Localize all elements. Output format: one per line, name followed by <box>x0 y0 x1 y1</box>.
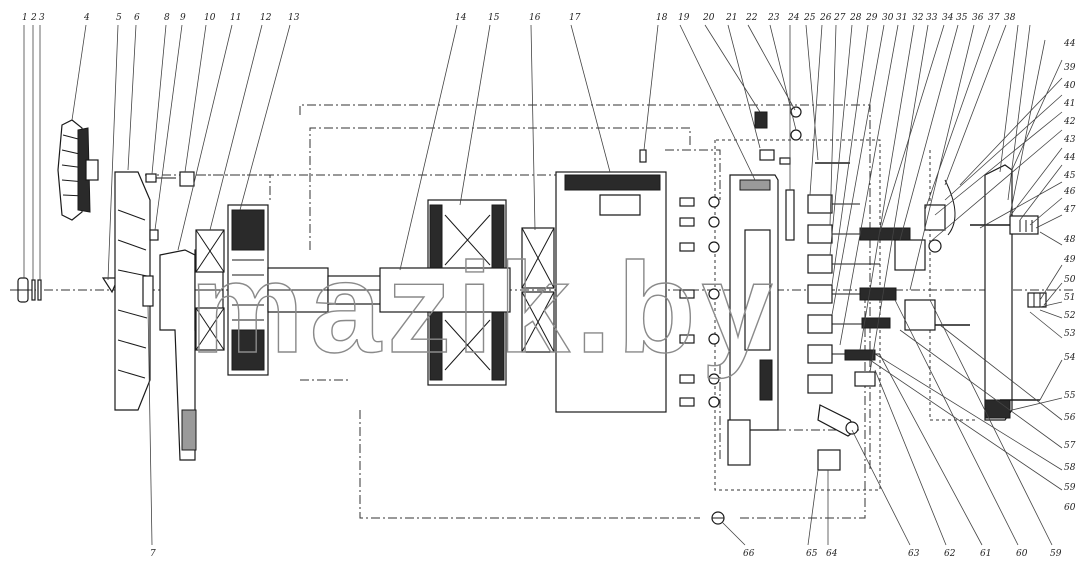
callout-number: 48 <box>1063 235 1076 245</box>
part-housing-17 <box>555 149 667 413</box>
callout-number: 15 <box>488 13 500 23</box>
callout-number: 18 <box>656 13 668 23</box>
callout-number: 53 <box>1064 329 1076 339</box>
callout-number: 54 <box>1064 353 1076 363</box>
callout-number: 33 <box>926 13 938 23</box>
callout-number: 59 <box>1064 483 1076 493</box>
callout-number: 34 <box>942 13 954 23</box>
callout-number: 65 <box>806 549 818 559</box>
callout-number: 26 <box>819 13 832 23</box>
callout-number: 59 <box>1050 549 1062 559</box>
callout-number: 27 <box>833 13 846 23</box>
part-pulley-4 <box>57 119 99 221</box>
callout-number: 42 <box>1063 117 1076 127</box>
callout-number: 16 <box>529 13 541 23</box>
callout-leaders-right <box>869 59 1063 491</box>
callout-number: 20 <box>702 13 715 23</box>
part-brush-holder-64 <box>817 449 841 471</box>
callout-numbers-right: 44 39 40 41 42 43 44 45 46 47 48 49 50 51 52 53 54 55 56 57… <box>1063 39 1076 513</box>
part-clamp-10 <box>179 171 195 187</box>
callout-number: 35 <box>956 13 968 23</box>
callout-number: 60 <box>1064 503 1076 513</box>
callout-number: 43 <box>1063 135 1076 145</box>
callout-number: 1 <box>22 13 28 23</box>
callout-number: 5 <box>116 13 122 23</box>
callout-number: 13 <box>288 13 300 23</box>
callout-number: 57 <box>1064 441 1076 451</box>
callout-number: 23 <box>767 13 780 23</box>
part-bolts-row <box>679 196 720 408</box>
callout-number: 6 <box>134 13 140 23</box>
callout-number: 56 <box>1064 413 1076 423</box>
callout-number: 31 <box>896 13 907 23</box>
callout-number: 30 <box>882 13 894 23</box>
part-sleeve-7 <box>142 275 154 307</box>
callout-number: 45 <box>1063 171 1076 181</box>
part-terminals-20 <box>754 106 802 165</box>
callout-number: 60 <box>1016 549 1028 559</box>
callout-number: 12 <box>260 13 272 23</box>
callout-number: 44 <box>1063 153 1076 163</box>
callout-number: 2 <box>30 13 37 23</box>
part-terminal-51 <box>1027 292 1047 308</box>
part-bearing-12 <box>195 229 225 351</box>
callout-number: 19 <box>678 13 690 23</box>
part-end-cap-36 <box>970 164 1040 421</box>
callout-number: 24 <box>787 13 800 23</box>
callout-number: 9 <box>180 13 186 23</box>
part-rectifier-block <box>807 179 970 437</box>
callout-number: 47 <box>1063 205 1076 215</box>
callout-number: 52 <box>1064 311 1076 321</box>
part-rear-cover-18 <box>727 174 779 466</box>
callout-number: 55 <box>1064 391 1076 401</box>
callout-number: 49 <box>1063 255 1076 265</box>
callout-number: 44 <box>1063 39 1076 49</box>
callout-number: 29 <box>865 13 878 23</box>
callout-number: 61 <box>980 549 991 559</box>
callout-number: 36 <box>972 13 984 23</box>
callout-number: 66 <box>743 549 755 559</box>
callout-number: 40 <box>1063 81 1076 91</box>
part-fan-6 <box>114 171 151 411</box>
callout-number: 21 <box>725 13 737 23</box>
callout-number: 51 <box>1064 293 1075 303</box>
part-screw-9 <box>149 229 159 241</box>
callout-number: 37 <box>988 13 1000 23</box>
callout-number: 8 <box>164 13 170 23</box>
callout-number: 14 <box>455 13 467 23</box>
callout-number: 50 <box>1064 275 1076 285</box>
part-rotor-13 <box>227 204 409 376</box>
callout-number: 46 <box>1063 187 1076 197</box>
callout-numbers-bottom: 7 66 65 64 63 62 61 60 59 <box>150 549 1062 559</box>
callout-number: 25 <box>803 13 816 23</box>
callout-number: 62 <box>944 549 956 559</box>
part-nut-1 <box>17 277 29 303</box>
callout-number: 64 <box>826 549 838 559</box>
watermark-text: mazik.by <box>190 237 779 380</box>
callout-number: 4 <box>83 13 90 23</box>
part-screw-66 <box>711 511 725 525</box>
part-rear-bearing-16 <box>521 227 555 353</box>
part-washer-2 <box>31 279 36 301</box>
callout-number: 10 <box>204 13 216 23</box>
callout-leaders-bottom <box>147 299 1053 546</box>
callout-number: 28 <box>849 13 862 23</box>
callout-number: 58 <box>1064 463 1076 473</box>
routing-lines <box>145 104 975 519</box>
callout-number: 17 <box>569 13 581 23</box>
part-stator-15 <box>379 199 511 386</box>
callout-number: 63 <box>908 549 920 559</box>
callout-number: 41 <box>1063 99 1075 109</box>
callout-number: 7 <box>150 549 156 559</box>
callout-number: 22 <box>745 13 758 23</box>
callout-number: 38 <box>1004 13 1016 23</box>
part-screw-8 <box>145 173 176 183</box>
callout-number: 11 <box>230 13 241 23</box>
callout-number: 32 <box>912 13 924 23</box>
callout-number: 39 <box>1064 63 1076 73</box>
callout-number: 3 <box>39 13 45 23</box>
part-washer-3 <box>37 279 42 301</box>
